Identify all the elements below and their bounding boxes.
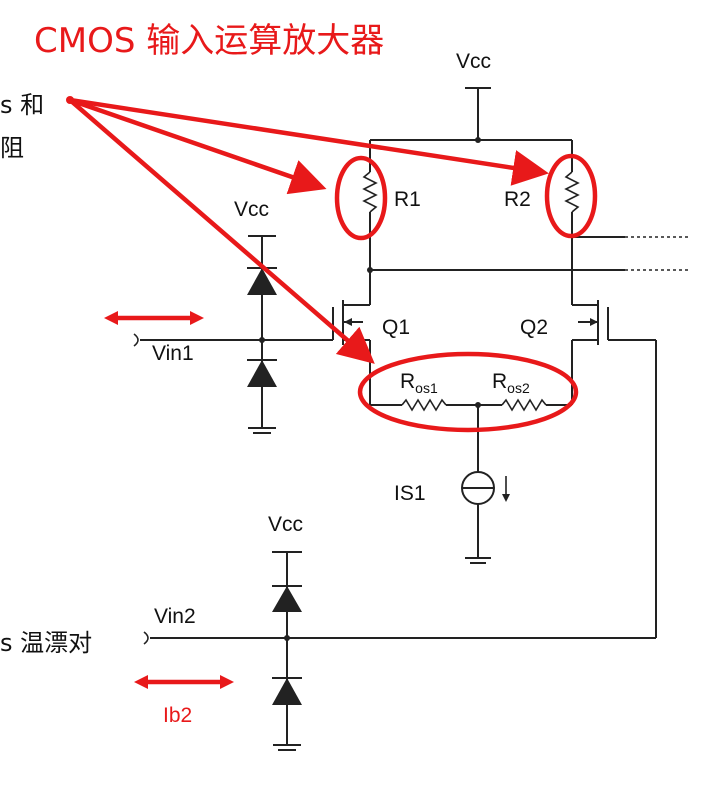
- diode-left-2: [247, 360, 277, 387]
- q2-label: Q2: [520, 316, 548, 339]
- ib2-label: Ib2: [163, 704, 192, 727]
- vin1-arrow-right-head: [190, 311, 204, 325]
- q2-arrow: [590, 318, 598, 326]
- r1-resistor: [362, 171, 378, 213]
- diode-bottom-2: [272, 678, 302, 705]
- ros1-resistor: [401, 398, 447, 412]
- vin1-node: [259, 337, 265, 343]
- side-text-line1: s 和: [0, 91, 44, 119]
- vin2-terminal: [143, 631, 149, 645]
- vin1-arrow-left-head: [104, 311, 118, 325]
- pointer-to-ros: [68, 98, 375, 364]
- q1-label: Q1: [382, 316, 410, 339]
- pointer-origin: [66, 96, 74, 104]
- pointer-to-r2: [69, 97, 549, 186]
- ib2-arrow-left-head: [134, 675, 148, 689]
- r2-label: R2: [504, 188, 531, 211]
- r1-highlight: [334, 155, 388, 241]
- r2-highlight: [544, 153, 598, 239]
- diode-bottom-1: [272, 586, 302, 612]
- ros-highlight: [357, 351, 579, 433]
- side-text-line3: s 温漂对: [0, 629, 92, 657]
- ros2-resistor: [501, 398, 547, 412]
- vcc-bottom-label: Vcc: [268, 513, 303, 536]
- ib2-arrow-right-head: [220, 675, 234, 689]
- ros1-label: Ros1: [400, 370, 438, 396]
- r2-resistor: [564, 171, 580, 213]
- vcc-left-label: Vcc: [234, 198, 269, 221]
- pointer-to-r1: [69, 97, 327, 195]
- is1-label: IS1: [394, 482, 426, 505]
- diagram-title: CMOS 输入运算放大器: [34, 21, 384, 61]
- vin1-terminal: [133, 333, 139, 347]
- vcc-top-label: Vcc: [456, 50, 491, 73]
- diode-left-1: [247, 268, 277, 295]
- is1-direction-arrow: [502, 494, 510, 502]
- q1-arrow: [344, 318, 352, 326]
- vin1-label: Vin1: [152, 342, 194, 365]
- side-text-line2: 阻: [0, 134, 24, 162]
- vin2-label: Vin2: [154, 605, 196, 628]
- ros2-label: Ros2: [492, 370, 530, 396]
- r1-label: R1: [394, 188, 421, 211]
